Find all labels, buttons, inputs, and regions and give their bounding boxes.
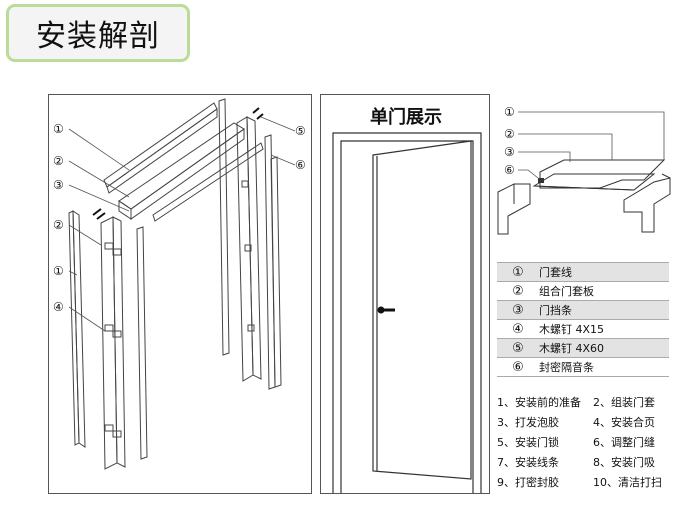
door-frame-outer: [332, 132, 482, 493]
legend-row: ④ 木螺钉 4X15: [497, 319, 669, 339]
hinge-mark: [112, 248, 122, 256]
title-box: 安装解剖: [6, 4, 190, 62]
legend-label: 木螺钉 4X60: [539, 338, 669, 358]
callout-label: ①: [53, 122, 64, 136]
legend-row: ⑤ 木螺钉 4X60: [497, 338, 669, 358]
hinge-mark: [112, 430, 122, 438]
callout-label: ③: [504, 145, 515, 159]
callout-label: ④: [53, 300, 64, 314]
parts-legend: ① 门套线 ② 组合门套板 ③ 门挡条 ④ 木螺钉 4X15 ⑤ 木螺钉 4X6…: [497, 262, 669, 377]
steps-row: 5、安装门锁 6、调整门缝: [497, 432, 677, 452]
hinge-mark: [104, 242, 114, 250]
callout-label: ②: [504, 127, 515, 141]
legend-label: 组合门套板: [539, 281, 669, 301]
frame-board-section: [539, 159, 666, 189]
door-leaf: [372, 140, 472, 480]
step-item: 5、安装门锁: [497, 436, 559, 449]
callout-label: ②: [53, 154, 64, 168]
callout-label: ①: [53, 264, 64, 278]
top-door-stop: [152, 142, 264, 222]
step-item: 3、打发泡胶: [497, 416, 559, 429]
legend-number: ⑤: [497, 338, 539, 358]
top-casing-part: [106, 108, 218, 194]
steps-row: 9、打密封胶 10、清洁打扫: [497, 472, 677, 492]
steps-row: 3、打发泡胶 4、安装合页: [497, 412, 677, 432]
legend-label: 门套线: [539, 262, 669, 282]
legend-number: ①: [497, 262, 539, 282]
steps-row: 7、安装线条 8、安装门吸: [497, 452, 677, 472]
door-frame-inner: [340, 140, 474, 493]
page-title: 安装解剖: [36, 19, 160, 54]
legend-row: ② 组合门套板: [497, 281, 669, 301]
screw-mark: [96, 212, 106, 220]
exploded-view-panel: ① ② ③ ② ① ④ ⑤ ⑥: [48, 94, 312, 494]
section-view: ① ② ③ ⑥: [494, 100, 682, 242]
hinge-mark: [247, 324, 255, 332]
screw-mark: [92, 208, 102, 216]
left-door-stop: [136, 226, 148, 460]
step-item: 2、组装门套: [593, 396, 655, 409]
step-item: 1、安装前的准备: [497, 396, 581, 409]
hinge-mark: [241, 180, 249, 188]
left-frame-board: [112, 216, 126, 468]
legend-row: ⑥ 封密隔音条: [497, 357, 669, 377]
legend-label: 封密隔音条: [539, 357, 669, 377]
hinge-mark: [112, 330, 122, 338]
step-item: 8、安装门吸: [593, 456, 655, 469]
callout-label: ⑤: [295, 124, 306, 138]
legend-number: ②: [497, 281, 539, 301]
right-door-stop: [264, 134, 276, 390]
door-panel-title: 单门展示: [370, 107, 442, 128]
legend-row: ③ 门挡条: [497, 300, 669, 320]
callout-label: ②: [53, 218, 64, 232]
step-item: 10、清洁打扫: [593, 476, 662, 489]
door-drawing: [332, 132, 482, 493]
step-item: 7、安装线条: [497, 456, 559, 469]
screw-mark: [256, 113, 264, 120]
top-casing-part: [103, 102, 218, 188]
legend-label: 门挡条: [539, 300, 669, 320]
callout-label: ①: [504, 105, 515, 119]
legend-number: ⑥: [497, 357, 539, 377]
casing-right: [623, 177, 671, 233]
legend-row: ① 门套线: [497, 262, 669, 282]
right-casing-outer: [270, 156, 282, 388]
section-drawing: ① ② ③ ⑥: [497, 105, 671, 235]
callout-label: ③: [53, 178, 64, 192]
single-door-panel: 单门展示: [320, 94, 490, 494]
right-casing: [218, 98, 230, 356]
step-item: 9、打密封胶: [497, 476, 559, 489]
exploded-frame-drawing: ① ② ③ ② ① ④ ⑤ ⑥: [53, 98, 306, 470]
hinge-mark: [104, 324, 114, 332]
legend-number: ③: [497, 300, 539, 320]
legend-label: 木螺钉 4X15: [539, 319, 669, 339]
right-frame-board: [246, 116, 262, 380]
callout-label: ⑥: [504, 163, 515, 177]
legend-number: ④: [497, 319, 539, 339]
step-item: 6、调整门缝: [593, 436, 655, 449]
callout-label: ⑥: [295, 158, 306, 172]
step-item: 4、安装合页: [593, 416, 655, 429]
installation-steps: 1、安装前的准备 2、组装门套 3、打发泡胶 4、安装合页 5、安装门锁 6、调…: [497, 392, 677, 492]
hinge-mark: [104, 424, 114, 432]
seal-strip: [538, 178, 544, 183]
left-casing: [72, 210, 86, 448]
screw-mark: [252, 107, 260, 114]
hinge-mark: [244, 244, 252, 252]
casing-left: [497, 183, 531, 235]
steps-row: 1、安装前的准备 2、组装门套: [497, 392, 677, 412]
top-frame-board: [118, 200, 132, 220]
